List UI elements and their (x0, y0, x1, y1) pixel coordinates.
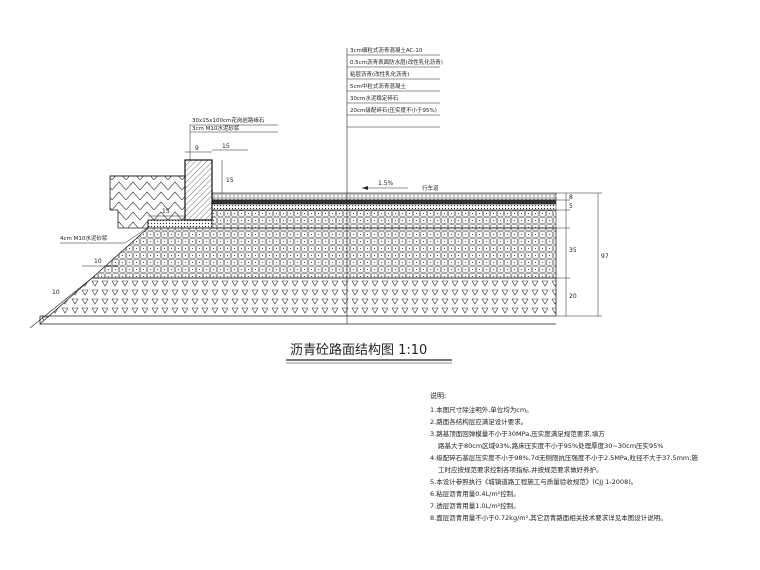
curb-label-2: 3cm M10水泥砂浆 (192, 124, 240, 132)
dim-curb-exposed: 15 (226, 177, 234, 184)
dim-curb-top: 9 (195, 145, 199, 152)
curb-label-1: 30x15x100cm花岗岩路缘石 (192, 116, 265, 124)
note-item-4: 路基大于80cm区域93%,路床压实度不小于95%处理厚度30~30cm压实95… (438, 441, 663, 450)
curb-mortar-bed (147, 219, 213, 229)
dim-curb-height: 15 (222, 143, 230, 150)
layer-label-2: 0.5cm沥青表面防水层(改性乳化沥青) (350, 58, 443, 66)
note-item-6: 工时应按规范要求控制各项指标,并按规范要求做好养护。 (438, 465, 603, 474)
drawing-title: 沥青砼路面结构图 1:10 (290, 342, 427, 358)
curb-dimensions: 9 15 15 15 (148, 143, 248, 217)
road-label: 行车道 (422, 184, 439, 192)
note-item-5: 4.级配碎石基层压实度不小于98%,7d无侧限抗压强度不小于2.5MPa,粒径不… (430, 453, 698, 462)
curb-stone (184, 159, 213, 221)
layer-cement-stabilized-base (90, 227, 557, 279)
layer-label-5: 30cm水泥稳定碎石 (350, 94, 399, 102)
note-item-3: 3.路基顶面回弹模量不小于30MPa,压实度满足规范要求,填方 (430, 429, 605, 438)
layer-binder (211, 203, 557, 211)
note-item-1: 1.本图尺寸除注明外,单位均为cm。 (430, 405, 533, 414)
dim-layer-a: 8 (569, 194, 573, 201)
slope-annotation: 1.5% 行车道 (362, 180, 439, 192)
dim-slope-offset: 10 (52, 289, 60, 296)
slope-label: 1.5% (378, 180, 394, 187)
note-item-10: 8.面层沥青用量不小于0.72kg/m²,其它沥青路面相关技术要求详见本图设计说… (430, 513, 667, 522)
dim-layer-b: 5 (569, 203, 573, 210)
left-slope-dimension: 10 10 (52, 258, 118, 296)
dim-curb-base: 15 (162, 208, 170, 215)
dim-shoulder: 10 (94, 258, 102, 265)
layer-label-3: 粘层沥青(改性乳化沥青) (350, 70, 409, 78)
dim-layer-c: 35 (569, 247, 577, 254)
curb-callout: 30x15x100cm花岗岩路缘石 3cm M10水泥砂浆 (189, 116, 278, 160)
note-item-8: 6.粘层沥青用量0.4L/m²控制。 (430, 489, 520, 498)
layer-label-4: 5cm中粒式沥青混凝土 (350, 82, 406, 90)
note-item-2: 2.路面各结构层应满足设计要求。 (430, 417, 527, 426)
layer-medium-asphalt (211, 209, 557, 229)
note-item-7: 5.本设计参照执行《城镇道路工程施工与质量验收规范》(CJJ 1-2008)。 (430, 477, 637, 486)
left-mortar-callout: 4cm M10水泥砂浆 (60, 225, 151, 244)
note-item-9: 7.透层沥青用量1.0L/m²控制。 (430, 501, 520, 510)
notes-title: 说明: (430, 391, 446, 400)
layer-callout-table: 3cm细粒式沥青混凝土AC-10 0.5cm沥青表面防水层(改性乳化沥青) 粘层… (347, 46, 443, 128)
layer-waterproof (211, 199, 557, 205)
right-dimensions: 8 5 35 20 97 (556, 192, 609, 317)
notes-block: 说明: 1.本图尺寸除注明外,单位均为cm。 2.路面各结构层应满足设计要求。 … (430, 391, 698, 522)
layer-label-1: 3cm细粒式沥青混凝土AC-10 (350, 46, 423, 54)
layer-label-6: 20cm级配碎石(压实度不小于95%) (350, 106, 437, 114)
sidewalk-backfill (109, 175, 186, 229)
left-mortar-label: 4cm M10水泥砂浆 (60, 234, 108, 242)
layer-graded-gravel (39, 277, 557, 325)
dim-layer-d: 20 (569, 293, 577, 300)
dim-total: 97 (601, 253, 609, 260)
layer-surface-asphalt (211, 192, 557, 201)
